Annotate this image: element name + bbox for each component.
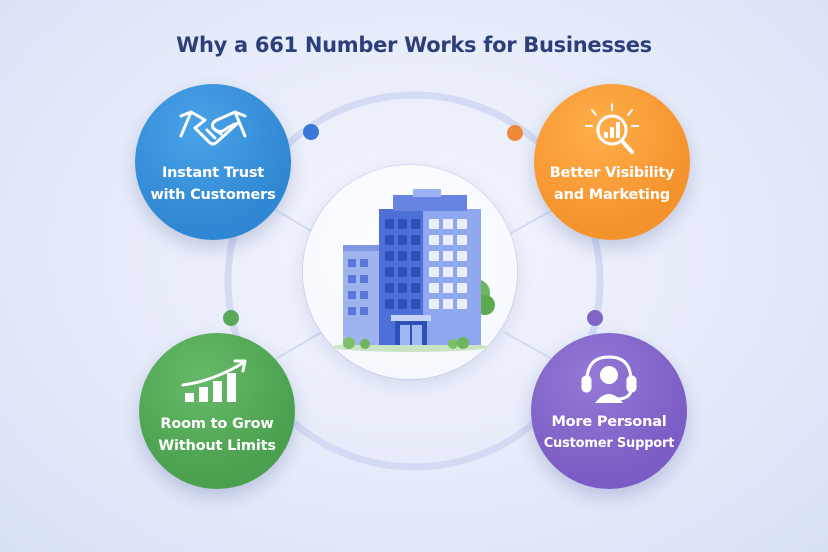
headset-agent-icon: [581, 355, 637, 403]
feature-trust: Instant Trust with Customers: [135, 84, 291, 240]
feature-grow: Room to Grow Without Limits: [139, 333, 295, 489]
ring-dot-purple: [587, 310, 603, 326]
page-title: Why a 661 Number Works for Businesses: [176, 33, 652, 57]
feature-support: More Personal Customer Support: [531, 333, 687, 489]
ring-dot-green: [223, 310, 239, 326]
feature-support-line2: Customer Support: [543, 436, 675, 451]
handshake-icon: [179, 110, 247, 146]
feature-support-line1: More Personal: [551, 414, 667, 430]
spoke-support: [503, 331, 555, 361]
feature-visibility: Better Visibility and Marketing: [534, 84, 690, 240]
feature-trust-line1: Instant Trust: [161, 165, 265, 181]
office-building-icon: [332, 189, 495, 352]
magnifier-chart-icon: [585, 103, 639, 154]
feature-grow-line2: Without Limits: [158, 438, 276, 454]
ring-dot-orange: [507, 125, 523, 141]
outer-ring: [224, 91, 604, 471]
feature-trust-line2: with Customers: [150, 187, 276, 203]
center-disc: [303, 165, 517, 379]
feature-visibility-line1: Better Visibility: [549, 165, 675, 181]
growth-chart-icon: [181, 359, 247, 402]
spoke-visibility: [505, 207, 557, 237]
spoke-grow: [273, 331, 323, 361]
feature-grow-line1: Room to Grow: [160, 416, 274, 432]
ring-dot-blue: [303, 124, 319, 140]
feature-visibility-line2: and Marketing: [554, 187, 670, 203]
